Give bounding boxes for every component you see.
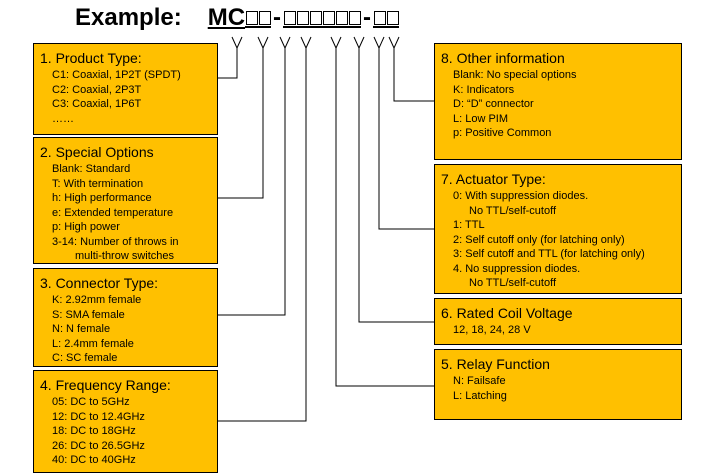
actuator-type-option: 0: With suppression diodes. <box>453 190 589 202</box>
rated-coil-voltage-option: 12, 18, 24, 28 V <box>453 324 531 336</box>
special-options-option: T: With termination <box>52 177 144 190</box>
actuator-type-option: No TTL/self-cutoff <box>469 277 557 289</box>
special-options-box: 2. Special Options Blank: Standard T: Wi… <box>33 137 218 264</box>
product-type-option: C3: Coaxial, 1P6T <box>52 98 142 110</box>
other-information-box: 8. Other information Blank: No special o… <box>434 43 682 160</box>
connector-special-options <box>257 36 269 50</box>
special-options-option: Blank: Standard <box>52 163 131 175</box>
actuator-type-option: 3: Self cutoff and TTL (for latching onl… <box>453 248 645 260</box>
product-type-heading: 1. Product Type: <box>40 50 142 66</box>
rated-coil-voltage-heading: 6. Rated Coil Voltage <box>441 305 573 321</box>
code-group-3 <box>373 11 400 28</box>
special-options-option: 3-14: Number of throws in <box>52 235 179 248</box>
rated-coil-voltage-box: 6. Rated Coil Voltage 12, 18, 24, 28 V <box>434 298 682 345</box>
other-information-option: K: Indicators <box>453 83 515 96</box>
product-type-option: C1: Coaxial, 1P2T (SPDT) <box>52 69 181 81</box>
other-information-option: Blank: No special options <box>453 69 577 81</box>
other-information-heading: 8. Other information <box>441 50 565 66</box>
other-information-option: p: Positive Common <box>453 127 552 139</box>
code-group-2 <box>283 11 362 28</box>
connector-special-options-line <box>217 48 264 199</box>
connector-frequency-range <box>300 36 312 50</box>
connector-connector-type-line <box>217 48 286 316</box>
actuator-type-option: 2: Self cutoff only (for latching only) <box>453 233 625 246</box>
connector-type-heading: 3. Connector Type: <box>40 275 159 291</box>
connector-product-type-line <box>217 48 238 79</box>
connector-connector-type <box>279 36 291 50</box>
product-type-option: …… <box>52 112 74 125</box>
example-title: Example: MC - - <box>75 4 400 32</box>
connector-type-option: K: 2.92mm female <box>52 294 142 306</box>
relay-function-option: N: Failsafe <box>453 375 506 387</box>
connector-actuator-type <box>373 36 385 50</box>
product-type-option: C2: Coaxial, 2P3T <box>52 83 142 96</box>
example-label: Example: <box>75 4 182 31</box>
connector-relay-function <box>330 36 342 50</box>
other-information-option: L: Low PIM <box>453 112 509 125</box>
code-separator-1: - <box>273 4 282 31</box>
special-options-option: multi-throw switches <box>75 250 175 262</box>
special-options-option: e: Extended temperature <box>52 206 174 219</box>
frequency-range-option: 12: DC to 12.4GHz <box>52 410 145 423</box>
actuator-type-option: 1: TTL <box>453 219 485 231</box>
actuator-type-option: No TTL/self-cutoff <box>469 204 557 217</box>
special-options-option: h: High performance <box>52 192 152 204</box>
frequency-range-option: 40: DC to 40GHz <box>52 454 136 466</box>
connector-type-box: 3. Connector Type: K: 2.92mm female S: S… <box>33 268 218 367</box>
relay-function-box: 5. Relay Function N: Failsafe L: Latchin… <box>434 349 682 420</box>
connector-type-option: N: N female <box>52 323 111 335</box>
connector-type-option: C: SC female <box>52 352 118 364</box>
frequency-range-box: 4. Frequency Range: 05: DC to 5GHz 12: D… <box>33 370 218 473</box>
special-options-heading: 2. Special Options <box>40 144 154 160</box>
frequency-range-heading: 4. Frequency Range: <box>40 377 171 393</box>
code-group-1 <box>245 11 272 28</box>
connector-other-information <box>388 36 400 50</box>
connector-rated-coil-voltage-line <box>358 48 434 323</box>
code-separator-2: - <box>363 4 372 31</box>
frequency-range-option: 05: DC to 5GHz <box>52 396 130 408</box>
connector-other-information-line <box>393 48 434 102</box>
actuator-type-box: 7. Actuator Type: 0: With suppression di… <box>434 164 682 294</box>
connector-product-type <box>231 36 243 50</box>
connector-type-option: L: 2.4mm female <box>52 337 134 350</box>
special-options-option: p: High power <box>52 221 120 233</box>
connector-rated-coil-voltage <box>353 36 365 50</box>
other-information-option: D: “D” connector <box>453 98 534 110</box>
code-prefix: MC <box>207 4 246 31</box>
relay-function-option: L: Latching <box>453 389 507 402</box>
product-type-box: 1. Product Type: C1: Coaxial, 1P2T (SPDT… <box>33 43 218 135</box>
actuator-type-heading: 7. Actuator Type: <box>441 171 546 187</box>
frequency-range-option: 26: DC to 26.5GHz <box>52 439 145 452</box>
connector-relay-function-line <box>335 48 434 387</box>
connector-type-option: S: SMA female <box>52 308 125 321</box>
actuator-type-option: 4. No suppression diodes. <box>453 262 581 275</box>
connector-frequency-range-line <box>217 48 307 422</box>
relay-function-heading: 5. Relay Function <box>441 356 550 372</box>
connector-actuator-type-line <box>378 48 434 230</box>
frequency-range-option: 18: DC to 18GHz <box>52 425 136 437</box>
